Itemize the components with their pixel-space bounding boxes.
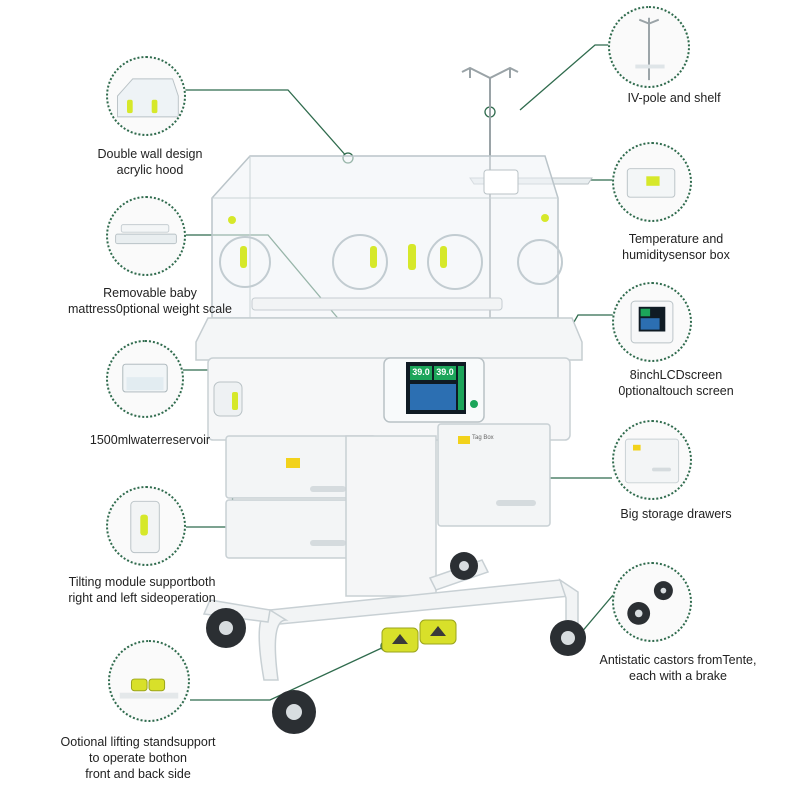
lift-column	[345, 435, 437, 597]
label-castors: Antistatic castors fromTente,each with a…	[599, 653, 757, 683]
leader-line-lifting	[190, 645, 387, 701]
thumbnail-sensor	[612, 142, 692, 222]
drawers-left	[225, 435, 377, 559]
label-drawers: Big storage drawers	[620, 507, 732, 521]
thumbnail-lcd	[612, 282, 692, 362]
lcd-panel	[383, 357, 485, 423]
thumbnail-castors	[612, 562, 692, 642]
castor-wheels	[206, 552, 586, 734]
thumbnail-drawers	[612, 420, 692, 500]
label-reservoir: 1500mlwaterreservoir	[89, 433, 211, 447]
thumbnail-reservoir	[106, 340, 184, 418]
thumbnail-hood	[106, 56, 186, 136]
foot-pedal-icon	[381, 619, 457, 653]
thumbnail-ivpole	[608, 6, 690, 88]
screen-reading-2: 39.0	[436, 367, 454, 377]
leader-line-hood	[182, 89, 349, 159]
label-ivpole: IV-pole and shelf	[627, 91, 721, 105]
stand-base	[202, 559, 579, 681]
screen-reading-1: 39.0	[412, 367, 430, 377]
drawer-right	[437, 423, 551, 527]
thumbnail-lifting	[108, 640, 190, 722]
drawer-tag: Tag Box	[472, 435, 494, 441]
acrylic-hood	[211, 155, 563, 319]
base-tray	[195, 317, 583, 361]
thumbnail-tilting	[106, 486, 186, 566]
thumbnail-mattress	[106, 196, 186, 276]
